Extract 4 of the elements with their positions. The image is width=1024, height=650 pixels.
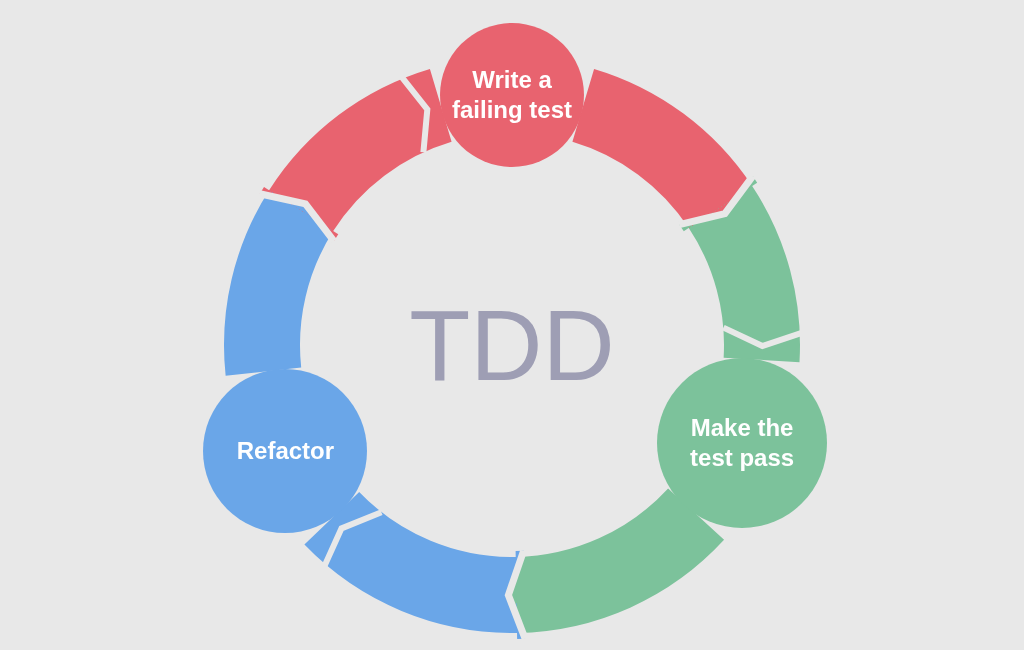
center-title: TDD — [408, 288, 616, 403]
step-label: Write a failing test — [451, 65, 573, 125]
step-label: Refactor — [235, 435, 336, 466]
step-label: Make the test pass — [689, 412, 796, 473]
